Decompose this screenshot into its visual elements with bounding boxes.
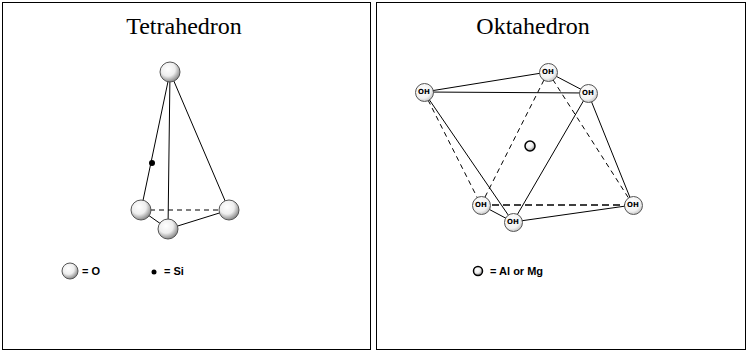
oxygen-sample (62, 263, 78, 279)
tetrahedron-edges (141, 72, 229, 229)
metal-sample (474, 267, 483, 276)
oxygen-atoms (131, 62, 239, 239)
hydroxyl-atom: OH (504, 213, 523, 232)
panel-title: Oktahedron (476, 13, 589, 40)
hydroxyl-atom: OH (472, 196, 491, 215)
octahedron-edges (424, 72, 633, 222)
hydroxyl-atom: OH (579, 84, 598, 103)
atom-label: OH (542, 69, 554, 76)
legend-text: = O (82, 266, 100, 277)
legend-text: = Al or Mg (490, 266, 543, 277)
silicon-sample (152, 270, 157, 275)
atom-label: OH (475, 202, 487, 209)
atom-label: OH (507, 219, 519, 226)
silicon-atom (149, 160, 155, 166)
hydroxyl-atom: OH (624, 196, 643, 215)
atom-label: OH (418, 89, 430, 96)
metal-atom (525, 141, 535, 151)
diagram-panel: OktahedronOH OH OH OH OH OH (376, 2, 746, 350)
panel-title: Tetrahedron (126, 13, 242, 40)
hydroxyl-atom: OH (415, 83, 434, 102)
hydroxyl-atom: OH (539, 63, 558, 82)
atom-label: OH (582, 90, 594, 97)
legend-text: = Si (164, 266, 184, 277)
diagram-panel: Tetrahedron (2, 2, 371, 350)
atom-label: OH (627, 202, 639, 209)
